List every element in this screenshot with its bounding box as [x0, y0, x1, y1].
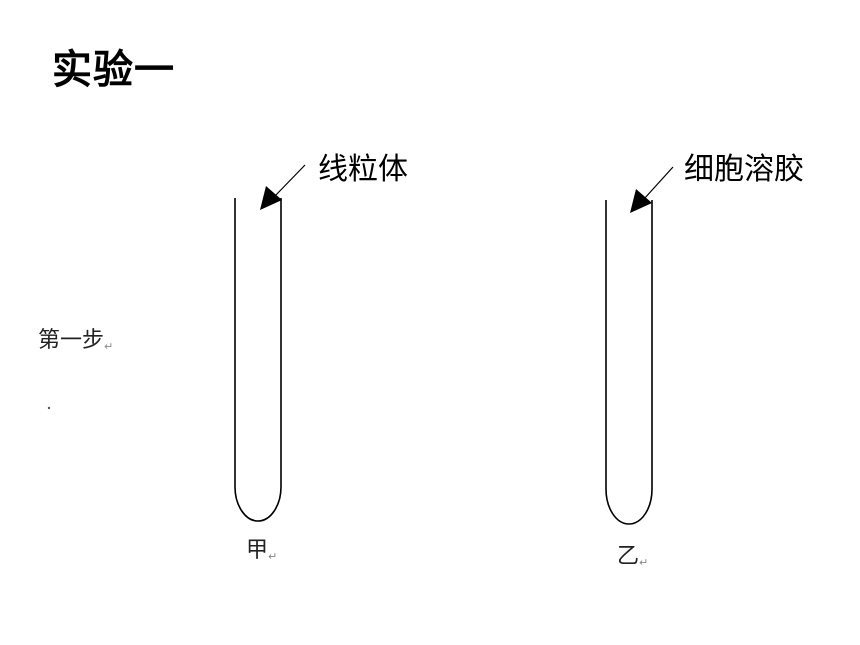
pointer-arrow-b-line — [643, 166, 674, 200]
return-mark: ↵ — [639, 556, 649, 569]
return-mark: ↵ — [104, 340, 114, 353]
tube-a-caption-text: 甲 — [246, 538, 269, 563]
pointer-arrow-a-head — [260, 186, 282, 210]
page-title: 实验一 — [52, 47, 175, 93]
test-tube-b — [605, 200, 653, 525]
step-label: 第一步↵ — [38, 328, 114, 353]
test-tube-a — [234, 198, 282, 522]
tube-a-caption: 甲↵ — [246, 538, 278, 563]
tube-a-pointer-label: 线粒体 — [318, 152, 408, 187]
pointer-arrow-a-line — [273, 164, 306, 198]
tube-b-caption-text: 乙 — [617, 544, 640, 569]
pointer-arrow-b-head — [630, 189, 652, 213]
stray-dot — [47, 406, 51, 410]
return-mark: ↵ — [268, 550, 278, 563]
step-label-text: 第一步 — [38, 328, 105, 353]
tube-b-pointer-label: 细胞溶胶 — [684, 152, 804, 187]
tube-b-caption: 乙↵ — [617, 544, 649, 569]
